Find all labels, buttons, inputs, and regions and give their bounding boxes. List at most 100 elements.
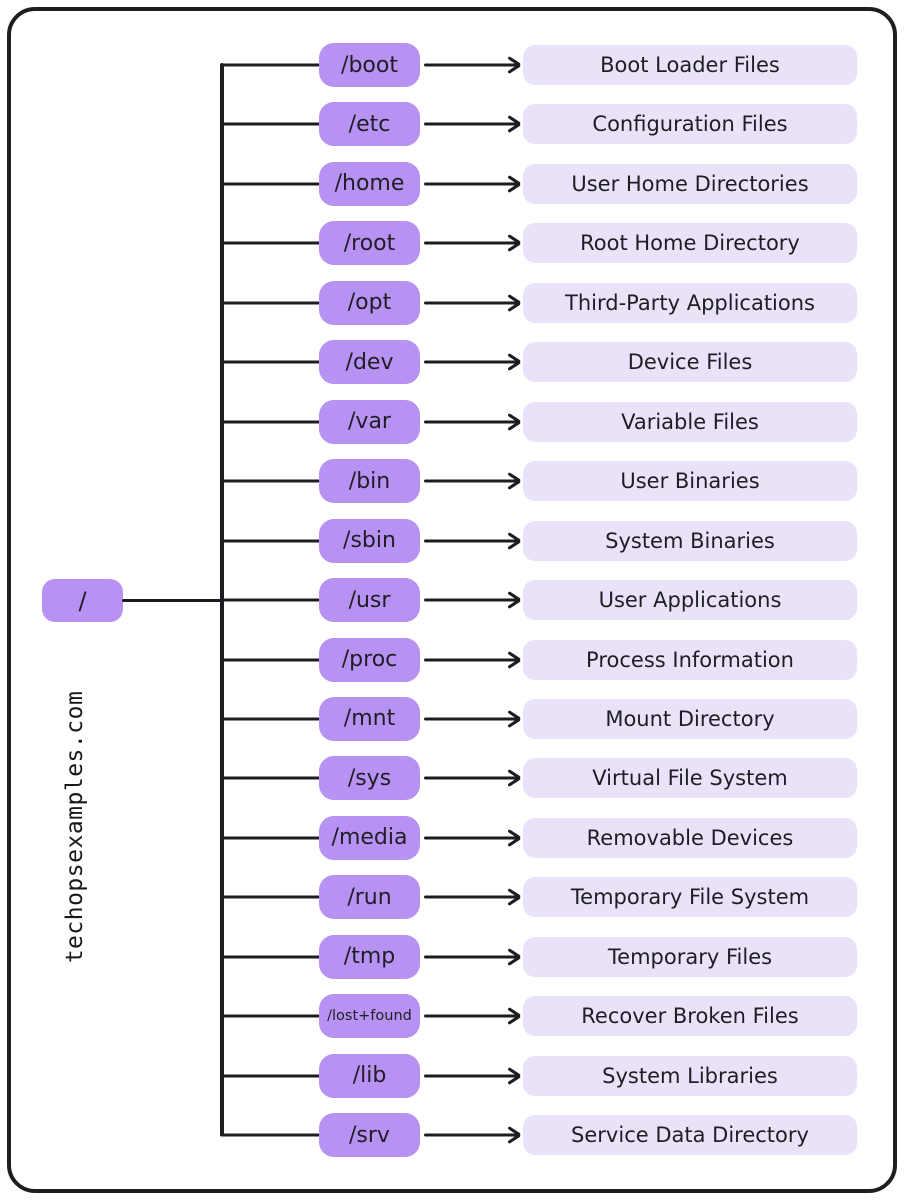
directory-label: /lost+found	[327, 1008, 412, 1025]
directory-node: /etc	[319, 102, 420, 147]
tree-row: /var Variable Files	[0, 399, 905, 444]
directory-label: /run	[347, 884, 392, 910]
description-node: User Applications	[523, 580, 857, 621]
tree-row: /dev Device Files	[0, 340, 905, 385]
tree-row: /run Temporary File System	[0, 875, 905, 920]
arrow-connector-icon	[424, 1074, 519, 1078]
directory-label: /mnt	[343, 706, 396, 732]
description-node: Mount Directory	[523, 698, 857, 739]
tree-row: /boot Boot Loader Files	[0, 43, 905, 87]
description-label: Root Home Directory	[580, 231, 800, 256]
description-node: Root Home Directory	[523, 223, 857, 264]
directory-label: /lib	[352, 1063, 387, 1089]
arrow-connector-icon	[424, 598, 519, 602]
branch-line	[220, 479, 320, 483]
directory-node: /run	[319, 875, 420, 920]
description-label: Device Files	[627, 350, 753, 375]
branch-line	[220, 1074, 320, 1078]
directory-label: /root	[343, 230, 396, 256]
branch-line	[220, 122, 320, 126]
description-label: User Home Directories	[571, 171, 809, 196]
description-label: Variable Files	[621, 409, 759, 434]
directory-node: /boot	[319, 43, 420, 87]
directory-label: /var	[348, 409, 391, 435]
branch-line	[220, 955, 320, 959]
directory-label: /srv	[349, 1122, 390, 1148]
tree-row: /opt Third-Party Applications	[0, 280, 905, 325]
directory-node: /lost+found	[319, 994, 420, 1039]
directory-label: /opt	[347, 290, 392, 316]
root-directory-label: /	[78, 586, 87, 615]
tree-row: /home User Home Directories	[0, 161, 905, 206]
directory-label: /dev	[345, 349, 394, 375]
branch-line	[220, 1133, 320, 1137]
directory-node: /tmp	[319, 934, 420, 979]
directory-node: /lib	[319, 1053, 420, 1098]
directory-label: /boot	[341, 52, 398, 78]
arrow-connector-icon	[424, 360, 519, 364]
directory-node: /sbin	[319, 518, 420, 563]
directory-label: /tmp	[343, 944, 396, 970]
tree-row: /srv Service Data Directory	[0, 1113, 905, 1158]
directory-label: /bin	[348, 468, 391, 494]
branch-line	[220, 63, 320, 67]
description-label: Configuration Files	[592, 112, 788, 137]
directory-node: /usr	[319, 578, 420, 623]
description-label: Temporary File System	[570, 885, 810, 910]
directory-node: /opt	[319, 280, 420, 325]
description-node: User Home Directories	[523, 163, 857, 204]
description-label: System Libraries	[602, 1063, 778, 1088]
description-node: Temporary File System	[523, 877, 857, 918]
arrow-connector-icon	[424, 717, 519, 721]
description-label: Boot Loader Files	[600, 53, 780, 77]
tree-row: /usr User Applications	[0, 578, 905, 623]
arrow-connector-icon	[424, 182, 519, 186]
branch-line	[220, 539, 320, 543]
directory-node: /var	[319, 399, 420, 444]
description-node: Boot Loader Files	[523, 45, 857, 85]
arrow-connector-icon	[424, 658, 519, 661]
description-label: Virtual File System	[592, 766, 788, 791]
description-node: Recover Broken Files	[523, 996, 857, 1037]
arrow-connector-icon	[424, 301, 519, 305]
description-node: Service Data Directory	[523, 1115, 857, 1156]
arrow-connector-icon	[424, 955, 519, 959]
directory-node: /dev	[319, 340, 420, 385]
branch-line	[220, 360, 320, 364]
description-label: Service Data Directory	[571, 1123, 809, 1148]
description-label: Mount Directory	[605, 706, 775, 731]
directory-node: /bin	[319, 459, 420, 504]
description-label: Temporary Files	[607, 944, 773, 969]
description-label: Process Information	[586, 647, 794, 672]
directory-label: /sbin	[343, 528, 396, 554]
tree-row: /mnt Mount Directory	[0, 696, 905, 741]
directory-label: /media	[331, 825, 408, 851]
description-node: System Binaries	[523, 520, 857, 561]
description-node: Configuration Files	[523, 104, 857, 145]
tree-row: /proc Process Information	[0, 637, 905, 682]
arrow-connector-icon	[424, 895, 519, 899]
branch-line	[220, 301, 320, 305]
arrow-connector-icon	[424, 122, 519, 126]
tree-row: /lost+found Recover Broken Files	[0, 994, 905, 1039]
description-label: Removable Devices	[586, 825, 794, 850]
branch-line	[220, 895, 320, 899]
arrow-connector-icon	[424, 1133, 519, 1137]
description-node: Device Files	[523, 342, 857, 383]
description-node: Virtual File System	[523, 758, 857, 799]
branch-line	[220, 658, 320, 661]
tree-row: /tmp Temporary Files	[0, 934, 905, 979]
arrow-connector-icon	[424, 241, 519, 245]
description-label: User Binaries	[620, 469, 760, 494]
directory-node: /srv	[319, 1113, 420, 1158]
description-node: Process Information	[523, 639, 857, 680]
directory-label: /home	[334, 171, 405, 197]
tree-row: /root Root Home Directory	[0, 221, 905, 266]
directory-label: /usr	[348, 587, 391, 613]
arrow-connector-icon	[424, 776, 519, 780]
branch-line	[220, 717, 320, 721]
arrow-connector-icon	[424, 479, 519, 483]
branch-line	[220, 598, 320, 602]
branch-line	[220, 776, 320, 780]
